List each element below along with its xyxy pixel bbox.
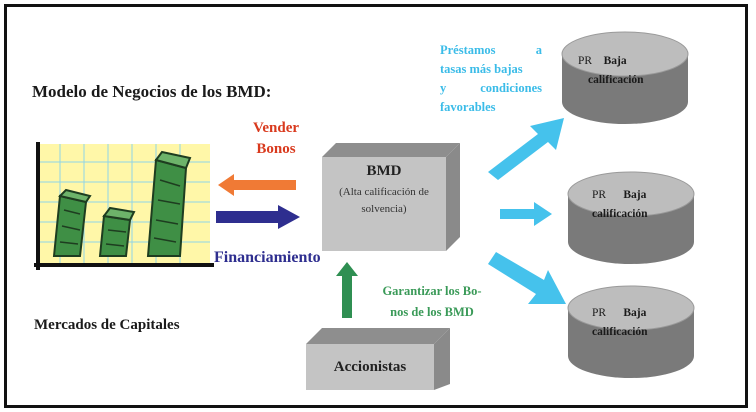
financiamiento-label: Financiamiento [214, 249, 321, 266]
borrower-2-calificacion: calificación [592, 208, 648, 220]
loan-arrow-middle-icon [500, 202, 552, 226]
borrower-1-baja: Baja [603, 55, 627, 67]
bmd-sub-line2: solvencia) [361, 203, 407, 215]
borrower-3-baja: Baja [623, 307, 647, 319]
bmd-sub-line1: (Alta calificación de [339, 186, 429, 198]
borrower-1-label: PR Baja calificación [578, 52, 674, 90]
capital-markets-chart-icon [34, 142, 214, 270]
borrower-cylinder-3-shape [567, 285, 695, 378]
accionistas-label: Accionistas [333, 359, 407, 375]
prestamos-line3: y condiciones [440, 81, 542, 95]
borrower-3-pr: PR [592, 307, 607, 319]
guarantee-arrow-icon [336, 262, 358, 318]
garantizar-label: Garantizar los Bo- nos de los BMD [368, 281, 496, 323]
loan-arrow-top-icon [488, 118, 564, 180]
mercados-label: Mercados de Capitales [34, 317, 180, 333]
loan-arrow-bottom-icon [488, 252, 566, 304]
bmd-box-shape [322, 143, 460, 251]
borrower-2-label: PR Baja calificación [592, 186, 688, 224]
vender-line1: Vender [252, 120, 300, 136]
borrower-1-pr: PR [578, 55, 593, 67]
vender-line2: Bonos [256, 141, 296, 157]
sell-bonds-arrow-icon [218, 174, 296, 196]
prestamos-line4: favorables [440, 100, 496, 114]
prestamos-line2: tasas más bajas [440, 62, 523, 76]
garantizar-line2: nos de los BMD [390, 305, 474, 319]
borrower-cylinder-2-shape [567, 171, 695, 264]
bmd-label: BMD [366, 163, 402, 179]
prestamos-label: Préstamos a tasas más bajas y condicione… [440, 41, 542, 117]
borrower-1-calificacion: calificación [588, 74, 644, 86]
borrower-cylinder-1-shape [561, 31, 689, 124]
financing-arrow-icon [216, 205, 300, 229]
diagram-frame [4, 4, 748, 408]
borrower-3-calificacion: calificación [592, 326, 648, 338]
prestamos-line1: Préstamos a [440, 43, 542, 57]
bmd-box: BMD (Alta calificación de solvencia) [322, 157, 446, 251]
diagram-title: Modelo de Negocios de los BMD: [32, 82, 272, 101]
borrower-2-pr: PR [592, 189, 607, 201]
borrower-2-baja: Baja [623, 189, 647, 201]
garantizar-line1: Garantizar los Bo- [382, 284, 482, 298]
vender-bonos-label: Vender Bonos [245, 118, 307, 160]
accionistas-box-shape [306, 328, 450, 390]
borrower-3-label: PR Baja calificación [592, 304, 688, 342]
